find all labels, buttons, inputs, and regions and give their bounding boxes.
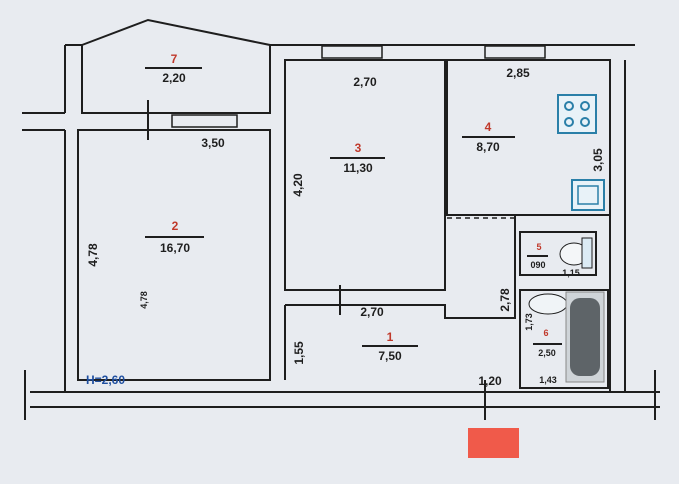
room-4-label: 4 8,70 — [462, 120, 515, 154]
svg-text:2,50: 2,50 — [538, 348, 556, 358]
svg-text:4: 4 — [485, 120, 492, 134]
room-7-label: 7 2,20 — [145, 52, 202, 85]
svg-text:8,70: 8,70 — [476, 140, 500, 154]
dim-room2-top: 3,50 — [201, 136, 225, 150]
svg-text:11,30: 11,30 — [343, 161, 373, 175]
dim-room6-bottom: 1,43 — [539, 375, 557, 385]
dim-room3-left: 4,20 — [291, 173, 305, 197]
svg-text:7,50: 7,50 — [378, 349, 402, 363]
dim-room3-bottom: 2,70 — [360, 305, 384, 319]
dim-room1-left: 1,55 — [292, 341, 306, 365]
dim-corridor-right: 2,78 — [498, 288, 512, 312]
svg-text:6: 6 — [543, 328, 548, 338]
room-3-label: 3 11,30 — [330, 141, 385, 175]
dim-room1-bottom: 1,20 — [478, 374, 502, 388]
dim-room4-right: 3,05 — [591, 148, 605, 172]
dim-room2-inner: 4,78 — [139, 291, 149, 309]
svg-text:7: 7 — [171, 52, 178, 66]
ceiling-height-label: H=2,60 — [86, 373, 125, 387]
svg-text:2: 2 — [172, 219, 179, 233]
room-5-label: 5 090 — [527, 242, 548, 270]
bathtub-icon — [565, 291, 605, 383]
svg-text:3: 3 — [355, 141, 362, 155]
toilet-icon — [559, 237, 593, 269]
red-marker — [468, 428, 519, 458]
svg-text:090: 090 — [530, 260, 545, 270]
room-2-label: 2 16,70 — [145, 219, 204, 255]
dim-room6-left: 1,73 — [524, 313, 534, 331]
dim-room3-top: 2,70 — [353, 75, 377, 89]
walls — [22, 18, 660, 420]
svg-text:1: 1 — [387, 330, 394, 344]
dim-room2-left: 4,78 — [86, 243, 100, 267]
stove-icon — [557, 94, 597, 134]
washbasin-icon — [528, 293, 568, 315]
dim-room4-top: 2,85 — [506, 66, 530, 80]
svg-text:2,20: 2,20 — [162, 71, 186, 85]
svg-text:16,70: 16,70 — [160, 241, 190, 255]
svg-text:5: 5 — [536, 242, 541, 252]
kitchen-sink-icon — [571, 179, 605, 211]
room-1-label: 1 7,50 — [362, 330, 418, 363]
room-6-label: 6 2,50 — [533, 328, 562, 358]
dim-room5-bottom: 1,15 — [562, 268, 580, 278]
